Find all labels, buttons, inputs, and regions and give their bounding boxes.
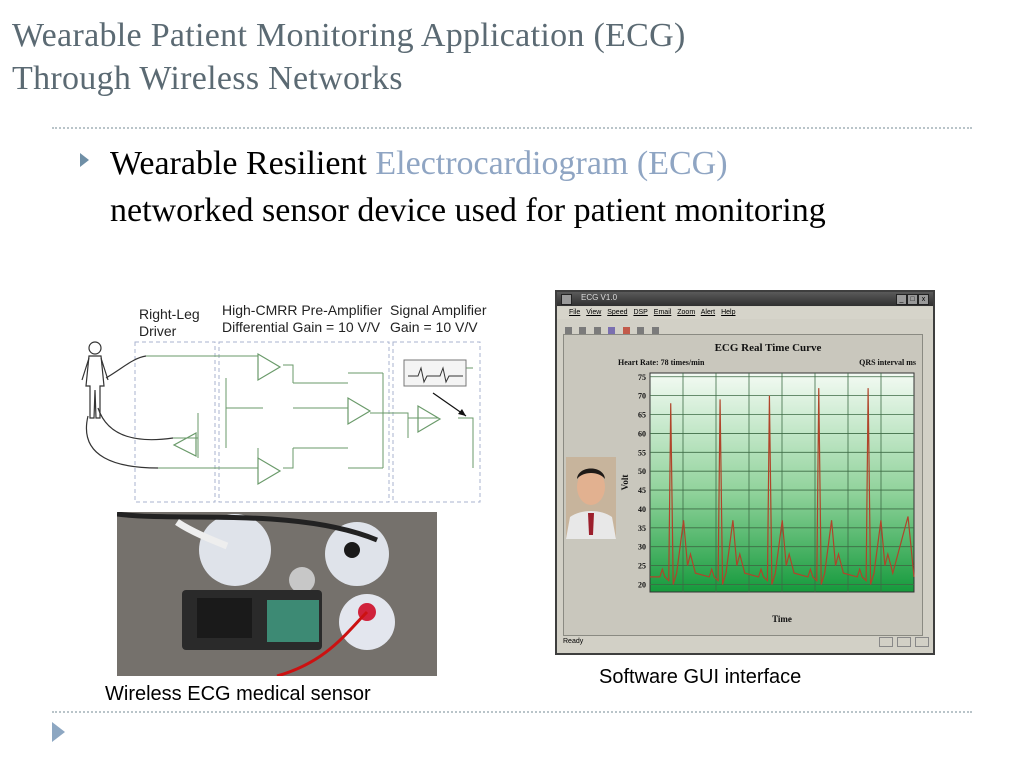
patient-photo	[566, 457, 616, 539]
preamp-block	[218, 341, 390, 503]
y-tick-label: 55	[638, 448, 646, 457]
slide-title: Wearable Patient Monitoring Application …	[12, 14, 686, 100]
menu-alert[interactable]: Alert	[700, 309, 716, 316]
top-divider	[52, 127, 972, 129]
status-box-3	[915, 637, 929, 647]
ecg-trace-line	[650, 388, 915, 585]
status-box-1	[879, 637, 893, 647]
circuit-label-preamp: High-CMRR Pre-Amplifier Differential Gai…	[222, 302, 382, 336]
waveform-trace	[408, 366, 463, 384]
circuit-label-rld: Right-Leg Driver	[139, 306, 200, 340]
bullet-text-accent: Electrocardiogram (ECG)	[375, 145, 728, 182]
maximize-icon[interactable]: □	[907, 294, 918, 305]
circuit-schematic	[81, 341, 481, 503]
toolbar	[565, 322, 662, 335]
circuit-label-amp-line-2: Gain = 10 V/V	[390, 319, 478, 335]
menu-email[interactable]: Email	[653, 309, 672, 316]
y-tick-label: 45	[638, 486, 646, 495]
ecg-circuit-diagram: Right-Leg Driver High-CMRR Pre-Amplifier…	[78, 298, 490, 508]
window-menu-icon[interactable]	[561, 294, 572, 305]
toolbar-help-icon[interactable]	[651, 327, 659, 335]
waveform-inset	[403, 359, 467, 387]
toolbar-color-icon[interactable]	[608, 327, 616, 335]
window-title-bar: ECG V1.0 _ □ x	[557, 292, 933, 306]
slide-title-line-1: Wearable Patient Monitoring Application …	[12, 17, 686, 54]
circuit-label-amp-line-1: Signal Amplifier	[390, 302, 487, 318]
bullet-text-part-2: networked sensor device used for patient…	[110, 192, 826, 229]
sensor-photo-illustration	[117, 512, 437, 676]
bullet-arrow-icon	[80, 153, 89, 167]
amp-block	[392, 341, 481, 503]
toolbar-chart2-icon[interactable]	[579, 327, 587, 335]
toolbar-chart-icon[interactable]	[565, 327, 572, 335]
y-tick-label: 65	[638, 411, 646, 420]
circuit-label-preamp-line-2: Differential Gain = 10 V/V	[222, 319, 381, 335]
status-bar-text: Ready	[563, 638, 584, 645]
bullet-text-part-1: Wearable Resilient	[110, 145, 367, 182]
y-tick-label: 35	[638, 524, 646, 533]
rld-block	[134, 341, 216, 503]
window-menu-bar: File View Speed DSP Email Zoom Alert Hel…	[557, 307, 933, 319]
bullet-point: Wearable Resilient Electrocardiogram (EC…	[110, 140, 990, 234]
menu-file[interactable]: File	[569, 309, 581, 316]
y-tick-label: 25	[638, 562, 646, 571]
menu-speed[interactable]: Speed	[607, 309, 628, 316]
menu-zoom[interactable]: Zoom	[677, 309, 696, 316]
y-tick-label: 20	[638, 580, 646, 589]
circuit-label-rld-line-1: Right-Leg	[139, 306, 200, 322]
close-icon[interactable]: x	[918, 294, 929, 305]
op-amp-icons	[172, 352, 442, 486]
heart-rate-label: Heart Rate: 78 times/min	[618, 358, 705, 367]
y-tick-label: 75	[638, 373, 646, 382]
y-tick-label: 70	[638, 392, 646, 401]
electrode-leads	[85, 355, 174, 469]
caption-software-gui: Software GUI interface	[599, 666, 802, 688]
y-tick-label: 40	[638, 505, 646, 514]
menu-help[interactable]: Help	[721, 309, 736, 316]
minimize-icon[interactable]: _	[896, 294, 907, 305]
toolbar-palette-icon[interactable]	[622, 327, 630, 335]
y-tick-label: 30	[638, 543, 646, 552]
status-box-2	[897, 637, 911, 647]
y-axis-label: Volt	[620, 475, 630, 491]
chart-title: ECG Real Time Curve	[715, 342, 822, 354]
circuit-label-amp: Signal Amplifier Gain = 10 V/V	[390, 302, 487, 336]
qrs-interval-label: QRS interval ms	[859, 358, 916, 367]
sensor-photo	[117, 512, 437, 676]
y-tick-label: 50	[638, 467, 646, 476]
caption-wireless-sensor: Wireless ECG medical sensor	[105, 683, 371, 705]
x-axis-label: Time	[772, 614, 792, 624]
ecg-software-window: ECG V1.0 _ □ x File View Speed DSP Email…	[555, 290, 935, 655]
toolbar-graph-icon[interactable]	[637, 327, 645, 335]
menu-dsp[interactable]: DSP	[633, 309, 648, 316]
slide-title-line-2: Through Wireless Networks	[12, 60, 403, 97]
patient-photo-illustration	[566, 457, 616, 539]
circuit-label-rld-line-2: Driver	[139, 323, 177, 339]
bottom-divider	[52, 711, 972, 713]
y-tick-label: 60	[638, 429, 646, 438]
circuit-label-preamp-line-1: High-CMRR Pre-Amplifier	[222, 302, 383, 318]
toolbar-save-icon[interactable]	[593, 327, 601, 335]
footer-arrow-icon	[52, 722, 65, 742]
window-title: ECG V1.0	[581, 293, 618, 302]
human-figure-icon	[81, 341, 109, 419]
menu-view[interactable]: View	[586, 309, 602, 316]
